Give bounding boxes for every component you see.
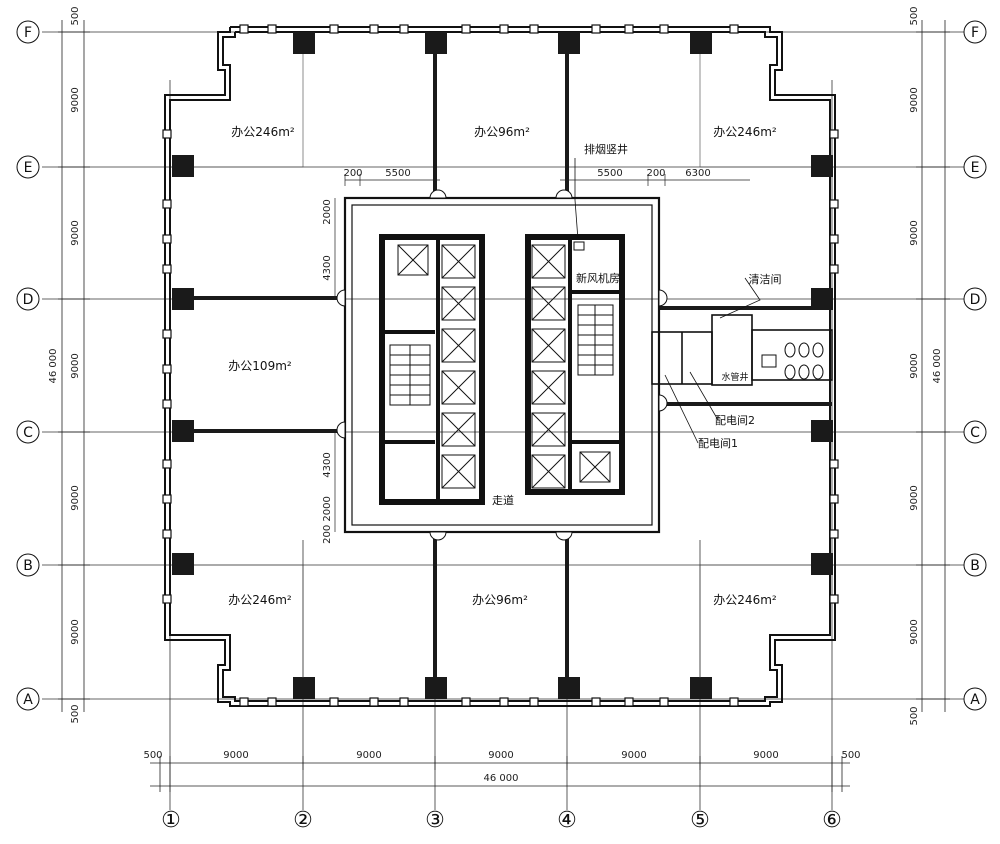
dim-right-b-a: 9000 [909,619,920,644]
dim-inner-200-left: 200 [343,168,362,179]
room-label-office-ne: 办公246m² [713,124,777,139]
dim-inner-4300-top: 4300 [322,255,333,280]
left-core-block [379,234,485,505]
dim-inner-200-right: 200 [646,168,665,179]
grid-label-5: ⑤ [690,808,710,833]
dim-bottom-2-3: 9000 [356,750,381,761]
core-doors [336,189,668,541]
dim-chain-left [58,20,90,712]
dim-bottom-1-2: 9000 [223,750,248,761]
room-label-corridor: 走道 [492,493,514,507]
room-label-office-n: 办公96m² [474,124,530,139]
dim-inner-4300-bottom: 4300 [322,452,333,477]
grid-label-f-left: F [24,25,32,41]
partition-walls [194,54,832,678]
grid-label-6: ⑥ [822,808,842,833]
inner-dimensions [334,174,750,532]
dim-inner-2000-top: 2000 [322,199,333,224]
dim-chain-right [916,20,950,712]
right-core-block [525,234,625,495]
dim-left-top-edge: 500 [70,6,81,25]
room-label-fresh-air-room: 新风机房 [576,271,620,285]
structural-columns [172,32,833,699]
room-label-smoke-shaft: 排烟竖井 [584,142,628,156]
room-label-office-se: 办公246m² [713,592,777,607]
grid-label-e-left: E [24,160,33,176]
dim-bottom-left-edge: 500 [143,750,162,761]
grid-label-3: ③ [425,808,445,833]
dim-inner-6300: 6300 [685,168,710,179]
annotation-leaders [574,158,761,444]
grid-label-d-right: D [970,292,981,308]
room-label-elec-room-2: 配电间2 [715,414,755,427]
dim-left-f-e: 9000 [70,87,81,112]
dim-inner-5500-left: 5500 [385,168,410,179]
room-label-office-nw: 办公246m² [231,124,295,139]
grid-label-1: ① [161,808,181,833]
dim-inner-200-2000-bottom: 200 2000 [322,496,333,544]
dim-left-bottom-edge: 500 [70,704,81,723]
dim-left-overall: 46 000 [48,349,59,384]
dim-bottom-right-edge: 500 [841,750,860,761]
room-label-cleaning-room: 清洁间 [749,273,782,286]
dim-right-d-c: 9000 [909,353,920,378]
grid-bubbles [16,20,987,711]
building-outline [164,26,836,707]
dim-right-overall: 46 000 [932,349,943,384]
dim-left-e-d: 9000 [70,220,81,245]
grid-label-c-left: C [23,425,33,441]
room-label-shaft: 水管井 [721,371,748,383]
grid-label-b-right: B [970,558,980,574]
dim-inner-5500-right: 5500 [597,168,622,179]
dim-right-f-e: 9000 [909,87,920,112]
grid-label-a-left: A [23,692,33,708]
dim-bottom-overall: 46 000 [484,773,519,784]
grid-label-b-left: B [23,558,33,574]
office-boundaries [194,54,811,678]
dim-bottom-3-4: 9000 [488,750,513,761]
grid-label-4: ④ [557,808,577,833]
grid-label-c-right: C [970,425,980,441]
grid-label-e-right: E [971,160,980,176]
grid-label-2: ② [293,808,313,833]
room-label-office-w: 办公109m² [228,358,292,373]
grid-label-f-right: F [971,25,979,41]
room-label-elec-room-1: 配电间1 [698,437,738,450]
facade-mullions [162,24,839,707]
dim-left-d-c: 9000 [70,353,81,378]
dim-left-b-a: 9000 [70,619,81,644]
service-rooms [651,314,833,386]
dim-right-top-edge: 500 [909,6,920,25]
dim-right-c-b: 9000 [909,485,920,510]
dim-right-e-d: 9000 [909,220,920,245]
grid-label-a-right: A [970,692,980,708]
room-label-office-s: 办公96m² [472,592,528,607]
grid-label-d-left: D [23,292,34,308]
dim-right-bottom-edge: 500 [909,706,920,725]
dim-left-c-b: 9000 [70,485,81,510]
dim-bottom-5-6: 9000 [753,750,778,761]
dim-bottom-4-5: 9000 [621,750,646,761]
dim-chain-bottom [150,756,850,792]
room-label-office-sw: 办公246m² [228,592,292,607]
